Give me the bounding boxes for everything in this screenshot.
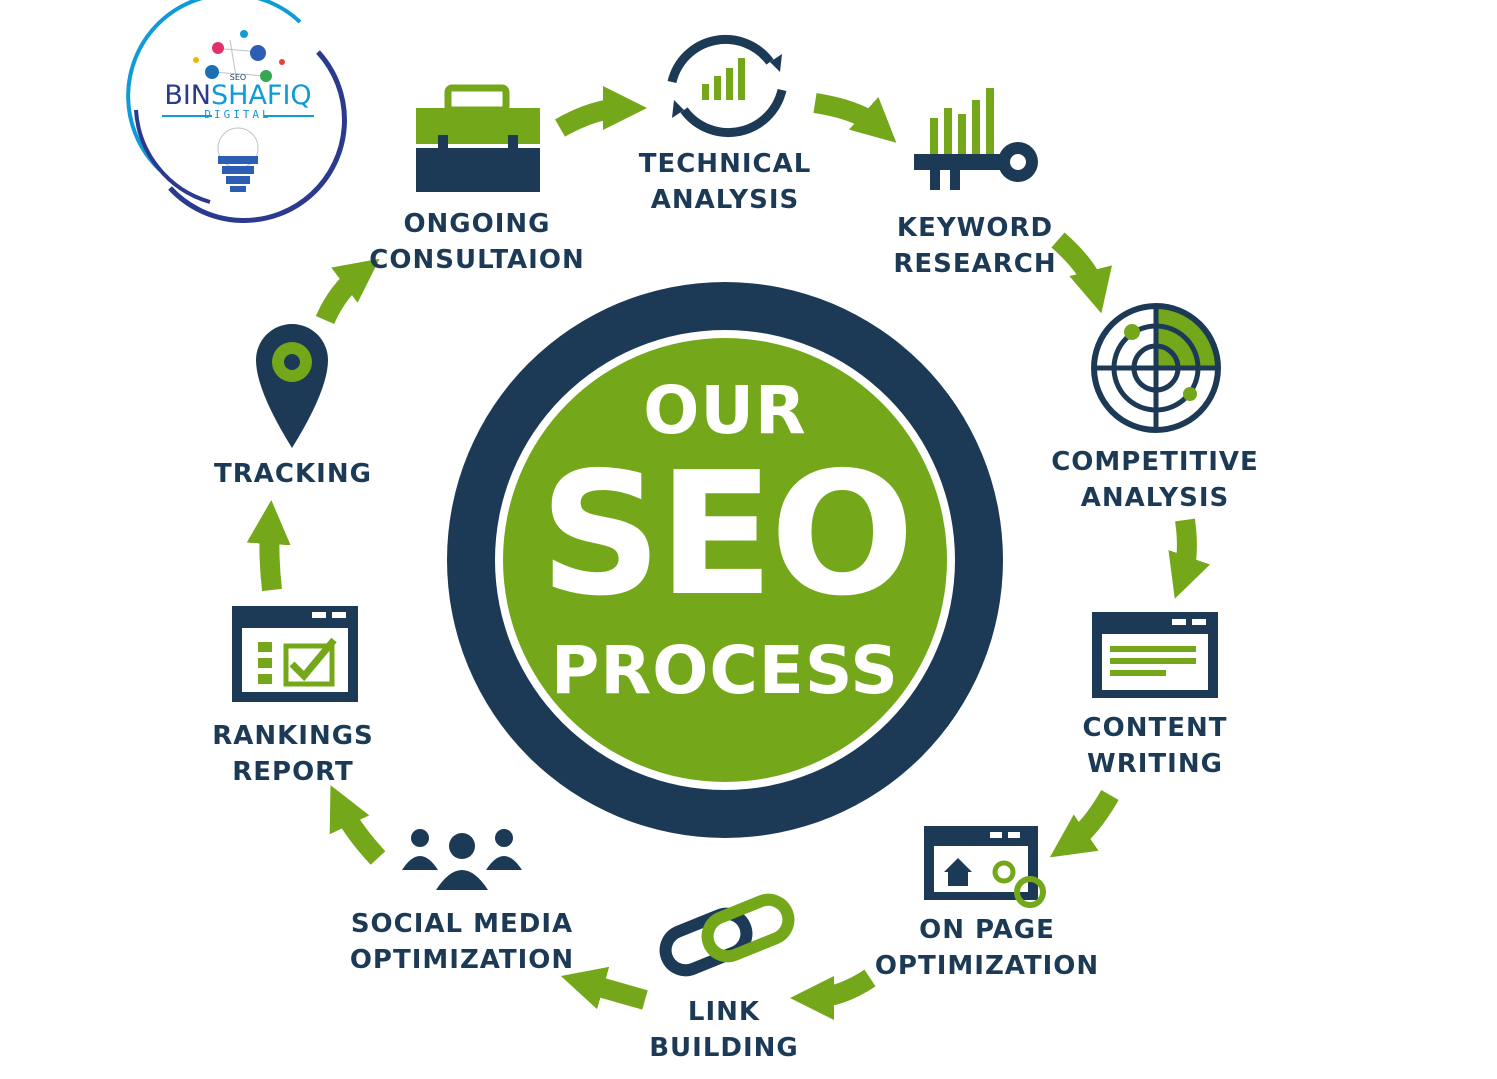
arrow-social-to-rankings [329, 785, 386, 865]
arrow-consult-to-technical [555, 86, 647, 137]
step-label-rankings-report: RANKINGS REPORT [212, 718, 374, 790]
step-label-line: WRITING [1087, 749, 1223, 779]
step-label-ongoing-consultation: ONGOING CONSULTAION [369, 206, 584, 278]
people-group-icon [402, 829, 522, 890]
arrow-link-to-social [560, 966, 648, 1010]
arrow-onpage-to-link [790, 969, 876, 1020]
step-label-line: TRACKING [214, 459, 372, 489]
logo-name-part1: BIN [164, 80, 212, 111]
step-label-line: SOCIAL MEDIA [350, 909, 574, 939]
step-label-line: ANALYSIS [650, 185, 800, 215]
center-disc [447, 282, 1003, 838]
step-label-line: ON PAGE [919, 915, 1055, 945]
network-icons [193, 30, 285, 82]
logo-seo-icon: SEO [230, 73, 246, 82]
step-label-line: LINK [687, 997, 761, 1027]
center-title-seo: SEO [539, 436, 914, 634]
step-label-on-page-optimization: ON PAGE OPTIMIZATION [875, 912, 1099, 984]
chain-link-icon [659, 893, 795, 977]
step-label-keyword-research: KEYWORD RESEARCH [893, 210, 1056, 282]
step-label-line: OPTIMIZATION [874, 951, 1100, 981]
brand-logo: SEO [126, 0, 347, 223]
step-label-line: KEYWORD [896, 213, 1054, 243]
chart-refresh-icon [667, 34, 787, 138]
arrow-content-to-onpage [1049, 789, 1119, 858]
toolbox-icon [416, 84, 540, 192]
step-label-line: COMPETITIVE [1051, 447, 1259, 477]
logo-wordmark: BINSHAFIQ [164, 80, 311, 111]
step-label-link-building: LINK BUILDING [649, 994, 799, 1066]
step-label-line: TECHNICAL [638, 149, 812, 179]
step-label-line: CONSULTAION [369, 245, 585, 275]
step-label-content-writing: CONTENT WRITING [1083, 710, 1228, 782]
step-label-line: ANALYSIS [1080, 483, 1230, 513]
step-label-line: OPTIMIZATION [349, 945, 575, 975]
arrow-rankings-to-tracking [246, 500, 291, 592]
arrow-technical-to-keyword [813, 93, 897, 143]
step-label-tracking: TRACKING [214, 456, 372, 492]
step-label-line: ONGOING [403, 209, 551, 239]
arrow-keyword-to-competitive [1051, 232, 1112, 314]
logo-subtitle: DIGITAL [204, 108, 272, 121]
document-window-icon [1092, 612, 1218, 698]
map-pin-gear-icon [256, 324, 328, 448]
lightbulb-icon [217, 127, 259, 192]
step-label-line: RESEARCH [893, 249, 1057, 279]
step-label-line: BUILDING [649, 1033, 799, 1063]
radar-icon [1091, 303, 1221, 433]
step-label-technical-analysis: TECHNICAL ANALYSIS [639, 146, 812, 218]
step-label-line: CONTENT [1082, 713, 1228, 743]
browser-gears-icon [924, 826, 1046, 908]
flow-arrows [246, 86, 1211, 1020]
center-title-our: OUR [643, 372, 807, 449]
arrow-tracking-to-consult [315, 258, 380, 325]
step-label-competitive-analysis: COMPETITIVE ANALYSIS [1051, 444, 1259, 516]
step-label-social-media-optimization: SOCIAL MEDIA OPTIMIZATION [350, 906, 574, 978]
checklist-window-icon [232, 606, 358, 702]
step-label-line: REPORT [232, 757, 354, 787]
chart-key-icon [914, 88, 1038, 190]
arrow-competitive-to-content [1168, 518, 1211, 599]
step-label-line: RANKINGS [212, 721, 374, 751]
logo-name-part2: SHAFIQ [211, 80, 312, 111]
center-title-process: PROCESS [551, 632, 899, 709]
